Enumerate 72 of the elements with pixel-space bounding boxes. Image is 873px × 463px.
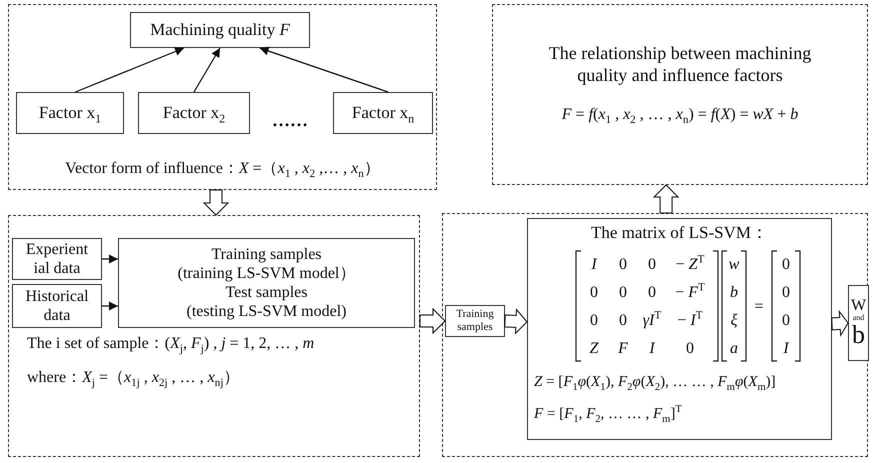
matrix-entry: − F$^{T}$ [674, 283, 706, 303]
block-arrow [652, 184, 680, 214]
matrix-entry: 0 [618, 283, 628, 303]
box-label: and [852, 314, 864, 322]
matrix-entry: 0 [781, 255, 791, 275]
box-label: Factor x$_{2}$ [162, 102, 226, 124]
box-label: Historical data [24, 286, 90, 326]
matrix-entry: 0 [647, 255, 657, 275]
formula-text: F = f(x$_{1}$ , x$_{2}$ , … , x$_{n}$) = f(X) = wX + b [560, 105, 800, 124]
process-box [118, 238, 415, 328]
matrix-entry: w [728, 255, 740, 275]
matrix-entry: I [648, 339, 656, 359]
matrix-entry: = [753, 297, 765, 317]
heading-text: The matrix of LS-SVM： [590, 223, 770, 244]
box-label: Training samples [211, 244, 322, 264]
arrow [259, 46, 388, 93]
matrix-entry: 0 [781, 311, 791, 331]
dashed-panel [492, 4, 868, 185]
matrix-entry: 0 [618, 311, 628, 331]
block-arrow [202, 190, 230, 216]
box-label: (testing LS-SVM model) [186, 302, 346, 322]
matrix-entry: 0 [781, 283, 791, 303]
arrow [75, 47, 184, 93]
process-box [12, 284, 102, 328]
heading-text: The relationship between machining quality and influence factors [548, 43, 812, 86]
process-box [16, 92, 124, 134]
process-box [138, 92, 250, 134]
box-label: W [850, 298, 866, 314]
matrix-entry: Z [588, 339, 600, 359]
matrix-entry: 0 [589, 283, 599, 303]
arrow [102, 302, 118, 311]
box-label: Factor x$_{1}$ [38, 102, 102, 124]
process-box [333, 92, 433, 134]
box-label: b [852, 322, 865, 348]
matrix-box [527, 218, 832, 440]
box-label: Test samples [226, 283, 308, 302]
matrix-entry: a [729, 339, 739, 359]
matrix-entry: − Z$^{T}$ [674, 255, 706, 275]
dashed-panel [442, 213, 868, 457]
dashed-panel [8, 4, 437, 190]
box-label: Training samples [455, 308, 495, 334]
matrix-entry: b [729, 283, 739, 303]
matrix-entry: I [590, 255, 598, 275]
matrix-entry: 0 [618, 255, 628, 275]
box-label: (training LS-SVM model） [178, 264, 356, 283]
matrix-entry: γI$^{T}$ [642, 311, 662, 331]
process-box [848, 285, 869, 361]
dashed-panel [8, 215, 420, 457]
box-label: Factor x$_{n}$ [352, 102, 414, 124]
process-box [130, 12, 310, 48]
formula-text: Z = [F$_{1}$φ(X$_{1}$), F$_{2}$φ(X$_{2}$), … … , F$_{m}$φ(X$_{m}$)] [534, 373, 777, 391]
formula-text: where：X$_{j}$ =（x$_{1j}$ , x$_{2j}$ , … , x$_{nj}$） [27, 368, 240, 388]
block-arrow [504, 308, 528, 335]
matrix-entry: ξ [730, 311, 738, 331]
process-box [12, 238, 102, 280]
formula-text: The i set of sample：(X$_{j}$, F$_{j}$) , j = 1, 2, … , m [27, 334, 316, 354]
block-arrow [420, 308, 446, 334]
matrix-entry: F [617, 339, 629, 359]
block-arrow [831, 310, 849, 338]
matrix-entry: 0 [647, 283, 657, 303]
arrow [193, 48, 221, 92]
ellipsis-text: …… [271, 110, 309, 130]
matrix-entry: 0 [589, 311, 599, 331]
formula-text: F = [F$_{1}$, F$_{2}$, … … , F$_{m}$]$^{T}$ [534, 405, 683, 423]
formula-text: Vector form of influence：X =（x$_{1}$ , x$_{2}$ ,… , x$_{n}$） [64, 159, 381, 178]
matrix-entry: I [782, 339, 790, 359]
box-label: Machining quality F [150, 20, 290, 40]
matrix-entry: 0 [685, 339, 695, 359]
matrix-entry: − I$^{T}$ [676, 311, 704, 331]
box-label: Experient ial data [24, 240, 90, 278]
process-box [445, 305, 505, 337]
arrow [102, 254, 118, 264]
